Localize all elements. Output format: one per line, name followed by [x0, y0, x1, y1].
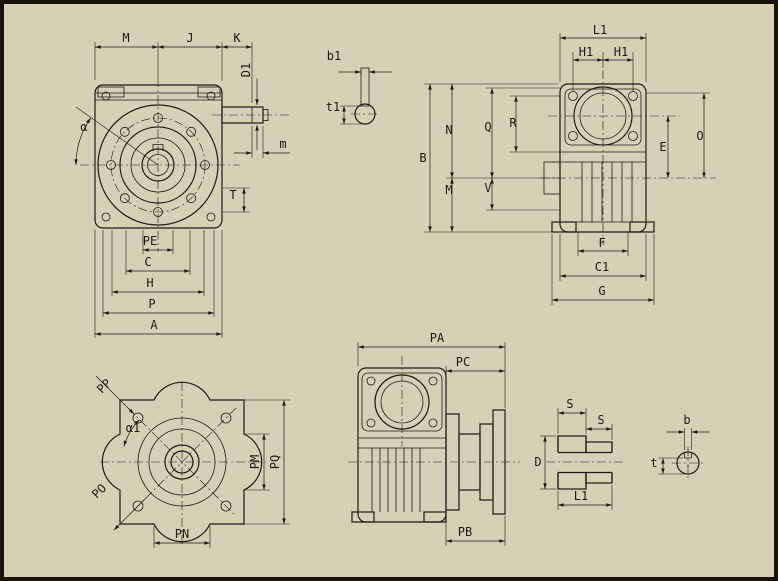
label-front-K: K — [233, 31, 241, 45]
label-side-N: N — [445, 123, 452, 137]
label-oside-PA: PA — [430, 331, 445, 345]
label-side-B: B — [419, 151, 426, 165]
label-front-M: M — [122, 31, 129, 45]
label-side-L1: L1 — [593, 23, 607, 37]
label-side-F: F — [598, 236, 605, 250]
label-front-D1: D1 — [239, 63, 253, 77]
label-side-C1: C1 — [595, 260, 609, 274]
input-keyway-detail: b1 t1 — [326, 49, 392, 125]
label-rear-alpha1: α1 — [126, 421, 140, 435]
label-side-R: R — [509, 116, 517, 130]
label-front-T: T — [229, 188, 236, 202]
label-rear-PN: PN — [175, 527, 189, 541]
label-keyout-t: t — [650, 456, 657, 470]
front-view: M J K D1 α m T PE C H P A — [74, 31, 292, 338]
label-keyin-t1: t1 — [326, 100, 340, 114]
label-front-C: C — [144, 255, 151, 269]
label-side-G: G — [598, 284, 605, 298]
label-bushing-D: D — [534, 455, 541, 469]
output-keyway-detail: b t — [650, 413, 710, 479]
label-front-J: J — [186, 31, 193, 45]
label-front-m: m — [279, 137, 286, 151]
side-view: L1 H1 H1 B N M Q R V E O F C1 G — [419, 23, 716, 305]
label-oside-PC: PC — [456, 355, 470, 369]
label-side-V: V — [484, 181, 491, 195]
label-bushing-S-left: S — [566, 397, 573, 411]
label-side-H1-right: H1 — [614, 45, 628, 59]
label-front-PE: PE — [143, 234, 157, 248]
label-oside-PB: PB — [458, 525, 472, 539]
label-side-Q: Q — [484, 120, 491, 134]
label-bushing-L1: L1 — [574, 489, 588, 503]
key — [360, 67, 370, 107]
label-rear-PQ: PQ — [268, 455, 282, 469]
label-bushing-S-right: S — [597, 413, 604, 427]
bushing-detail: S S D L1 — [534, 397, 624, 510]
gearbox-body-front — [94, 84, 223, 229]
bore-keyway-notch — [152, 144, 164, 151]
label-side-H1-left: H1 — [579, 45, 593, 59]
label-front-alpha: α — [80, 120, 87, 134]
rear-view: PP α1 PO PM PQ PN — [89, 375, 290, 548]
output-side-view: PA PC PB — [348, 331, 520, 546]
label-side-M: M — [445, 183, 452, 197]
label-keyin-b1: b1 — [327, 49, 341, 63]
label-rear-PM: PM — [248, 455, 262, 469]
label-front-H: H — [146, 276, 153, 290]
label-side-O: O — [696, 129, 703, 143]
label-front-A: A — [150, 318, 158, 332]
label-keyout-b: b — [683, 413, 690, 427]
label-front-P: P — [148, 297, 155, 311]
label-side-E: E — [659, 140, 666, 154]
